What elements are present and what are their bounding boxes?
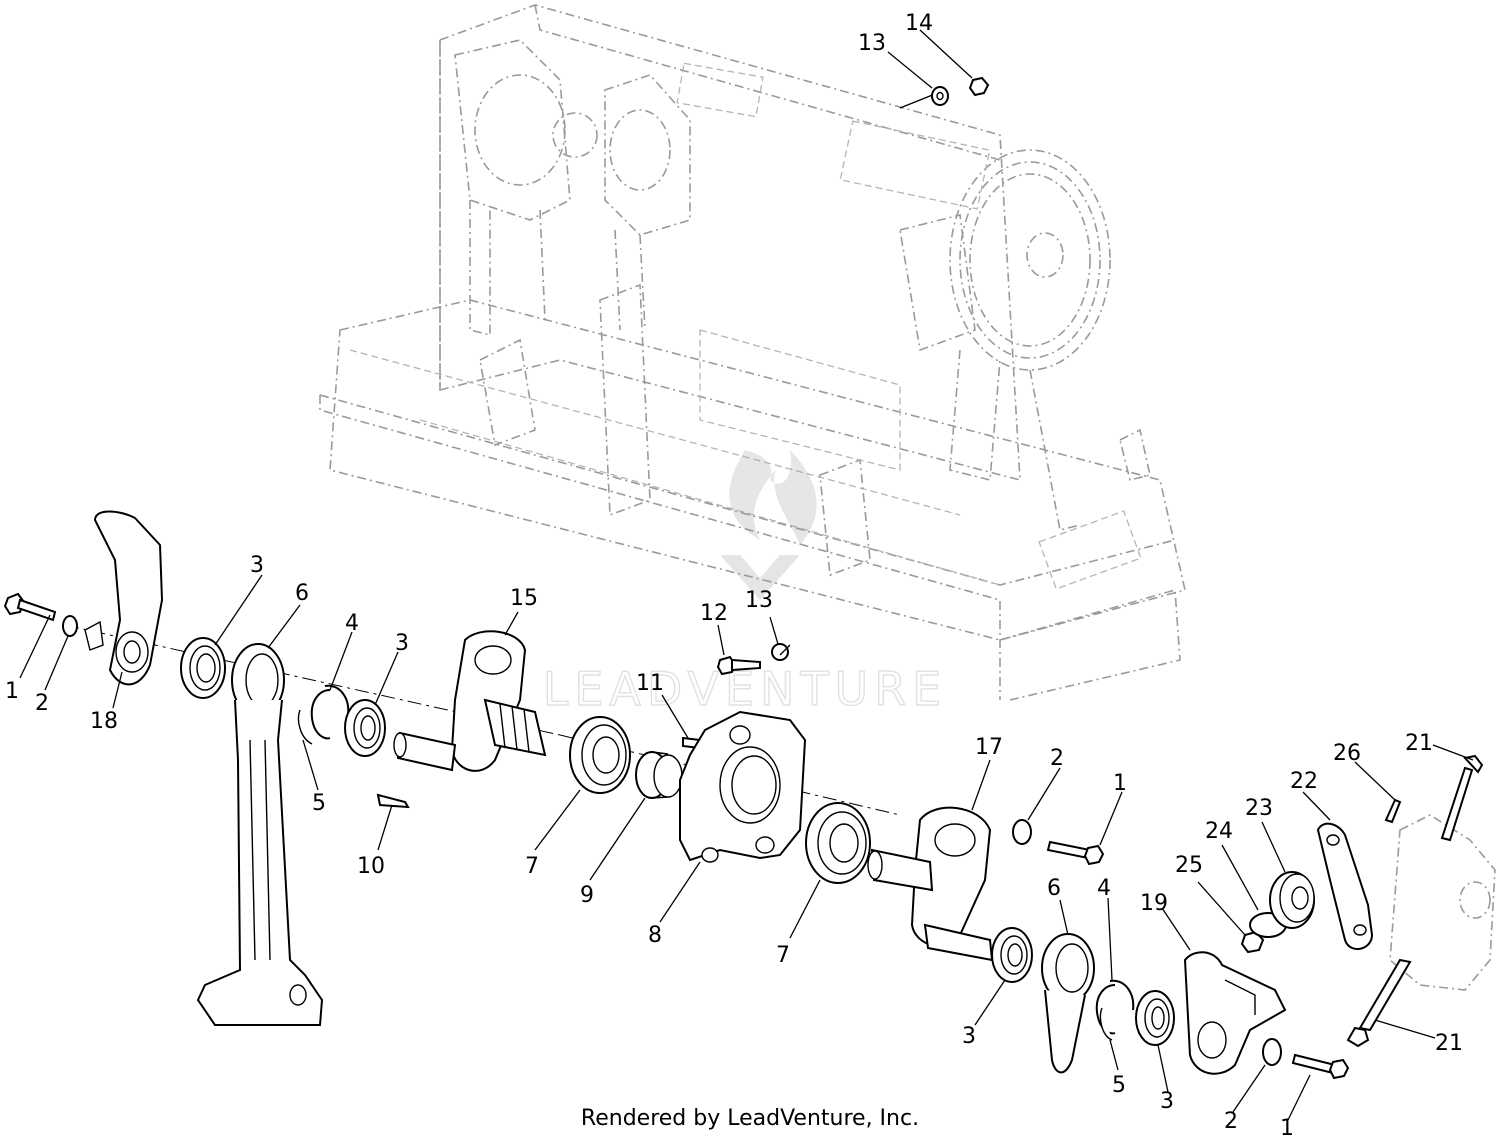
callout-3: 3: [250, 553, 264, 578]
callout-10: 10: [357, 854, 385, 879]
callout-7: 7: [776, 943, 790, 968]
screw-26: [1384, 798, 1402, 824]
callout-9: 9: [580, 883, 594, 908]
arm-lever-18: [84, 510, 164, 686]
callout-1: 1: [1113, 771, 1127, 796]
callout-24: 24: [1205, 819, 1233, 844]
callout-26: 26: [1333, 741, 1361, 766]
callout-23: 23: [1245, 796, 1273, 821]
callout-22: 22: [1290, 769, 1318, 794]
spacer-9: [635, 751, 683, 799]
washer-13b: [771, 643, 789, 661]
callout-8: 8: [648, 923, 662, 948]
callout-2: 2: [1050, 746, 1064, 771]
callout-6: 6: [1047, 876, 1061, 901]
bearing-3b: [344, 699, 386, 757]
snap-ring-4a: [310, 684, 350, 740]
callout-15: 15: [510, 586, 538, 611]
crank-17: [867, 806, 994, 962]
bearing-7a: [569, 716, 631, 794]
callout-17: 17: [975, 735, 1003, 760]
callout-13: 13: [745, 588, 773, 613]
callout-25: 25: [1175, 853, 1203, 878]
callout-2: 2: [35, 691, 49, 716]
callout-18: 18: [90, 709, 118, 734]
callout-21: 21: [1405, 731, 1433, 756]
callout-3: 3: [395, 631, 409, 656]
phantom-frame-assembly: [319, 4, 1186, 701]
arm-lever-19: [1183, 951, 1287, 1075]
bolt-1b: [1046, 840, 1105, 866]
callout-6: 6: [295, 581, 309, 606]
connecting-rod-6b: [1041, 933, 1095, 1074]
washer-left: [62, 615, 78, 637]
washer-2b: [1012, 819, 1032, 845]
watermark-text: LEADVENTURE: [543, 662, 948, 716]
bearing-3a: [180, 637, 226, 699]
crankshaft-15: [393, 630, 547, 772]
bolt-21a: [1440, 754, 1484, 842]
washer-2c: [1262, 1038, 1282, 1066]
phantom-right-gearbox: [1389, 814, 1496, 991]
callout-13: 13: [858, 31, 886, 56]
snap-ring-5a: [297, 709, 313, 745]
watermark: LEADVENTURE: [542, 450, 948, 717]
roller-23: [1269, 871, 1315, 929]
callout-19: 19: [1140, 891, 1168, 916]
footer-credit: Rendered by LeadVenture, Inc.: [580, 1106, 920, 1131]
callout-7: 7: [525, 854, 539, 879]
callout-1: 1: [5, 679, 19, 704]
key-10: [376, 793, 410, 809]
bearing-3c: [991, 927, 1033, 983]
bolt-21b: [1346, 958, 1412, 1048]
callout-12: 12: [700, 601, 728, 626]
bolt-1c: [1291, 1053, 1350, 1080]
callout-4: 4: [1097, 876, 1111, 901]
top-washer-nut: [899, 76, 990, 109]
callout-1: 1: [1280, 1116, 1294, 1141]
callout-5: 5: [312, 791, 326, 816]
callout-14: 14: [905, 11, 933, 36]
callout-11: 11: [636, 671, 664, 696]
callout-21: 21: [1435, 1031, 1463, 1056]
callout-2: 2: [1224, 1109, 1238, 1134]
bearing-housing-8: [679, 710, 807, 863]
callout-3: 3: [962, 1024, 976, 1049]
bolt-left: [3, 592, 57, 622]
snap-ring-5b: [1099, 1007, 1113, 1041]
callout-4: 4: [345, 611, 359, 636]
plate-22: [1316, 822, 1374, 950]
callout-labels: 14 13 3 6 15 12 13 4 3 11 1 2 18 5 10 7 …: [5, 11, 1463, 1141]
callout-5: 5: [1112, 1073, 1126, 1098]
bearing-7b: [805, 802, 871, 884]
leader-lines: [19, 29, 1474, 1121]
bolt-12: [716, 655, 761, 676]
bearing-3d: [1135, 990, 1175, 1046]
callout-3: 3: [1160, 1089, 1174, 1114]
connecting-rod-6a: [196, 643, 324, 1026]
